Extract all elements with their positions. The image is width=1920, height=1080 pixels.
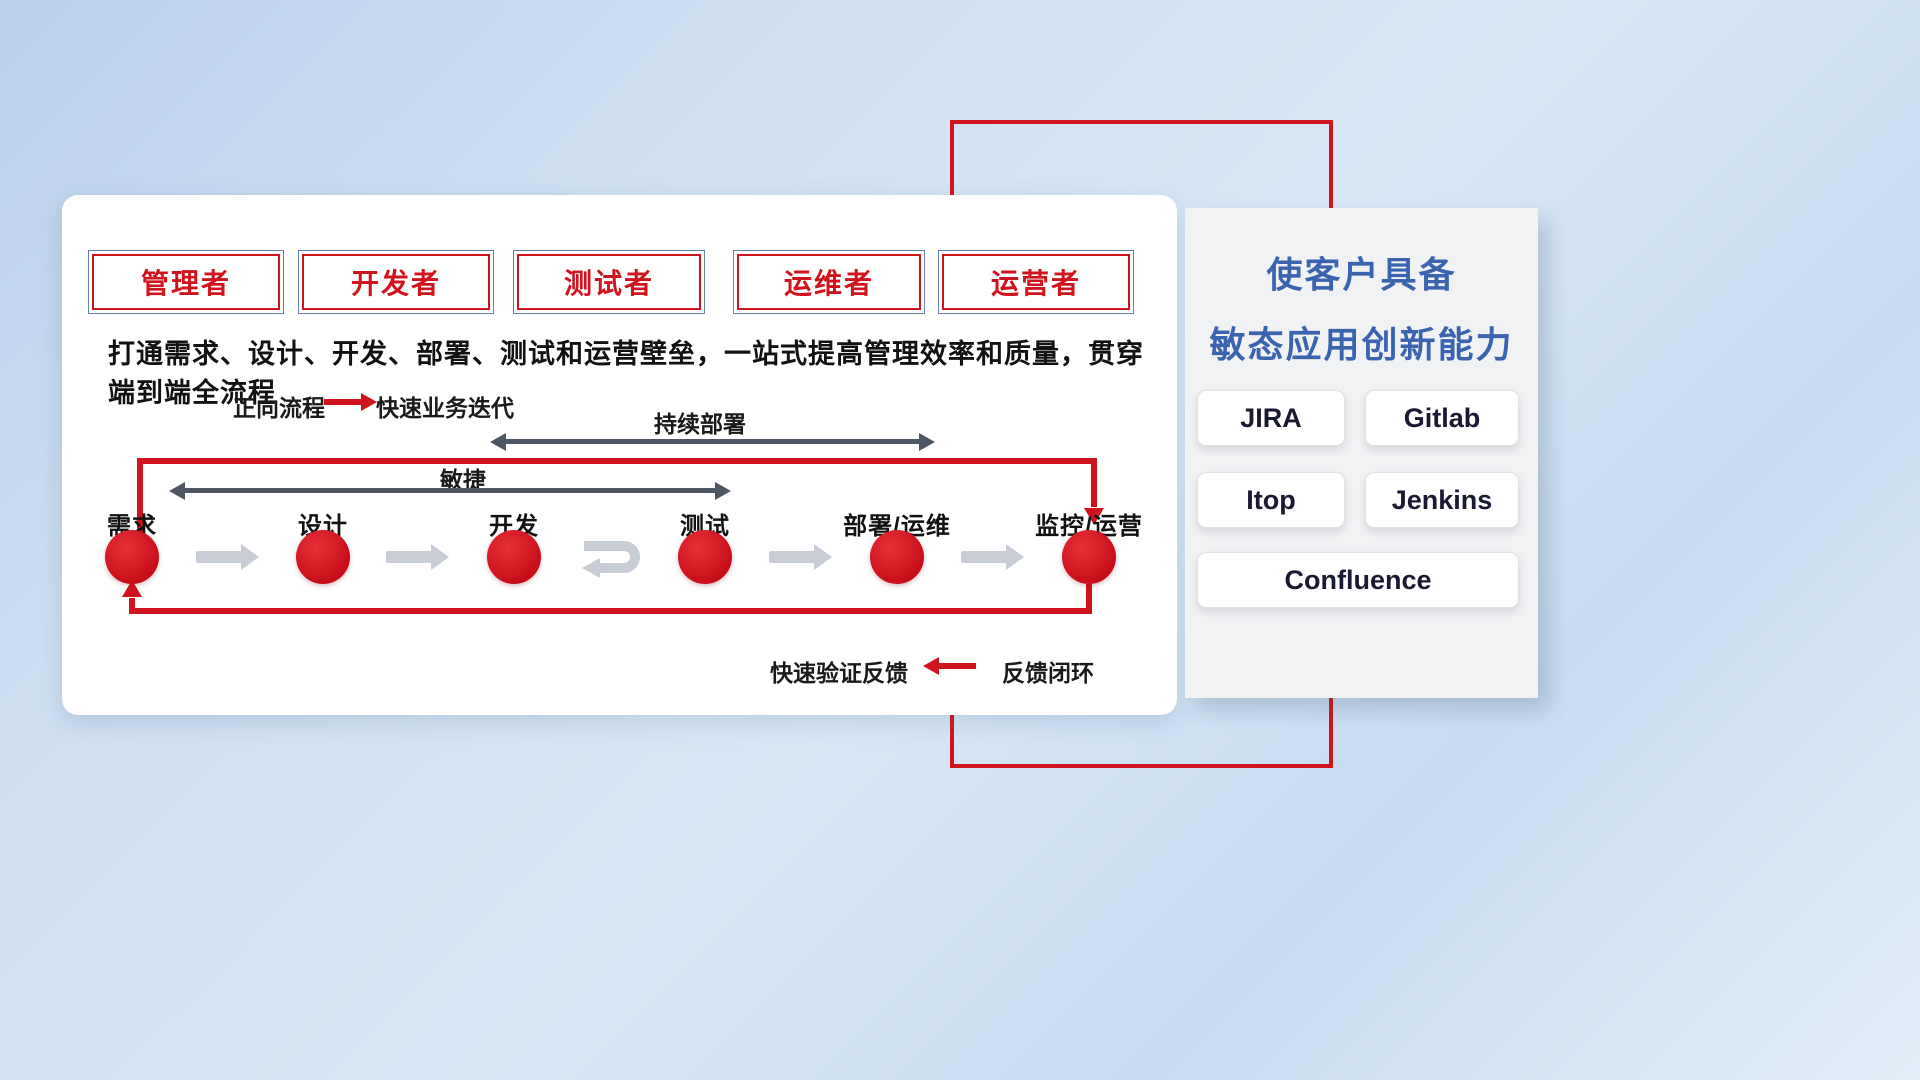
forward-arrow-icon [324, 399, 362, 405]
role-box-business: 运营者 [938, 250, 1134, 314]
stage-node-deploy-ops [870, 530, 924, 584]
side-panel-title-line2: 敏态应用创新能力 [1209, 324, 1514, 365]
role-label: 运维者 [783, 268, 874, 299]
forward-loop-arrowhead-icon [1084, 508, 1104, 525]
role-box-manager: 管理者 [88, 250, 284, 314]
main-panel: 管理者 开发者 测试者 运维者 运营者 打通需求、设计、开发、部署、测试和运营壁… [62, 195, 1177, 715]
tool-card-jenkins: Jenkins [1365, 472, 1519, 528]
feedback-legend-value: 快速验证反馈 [770, 660, 908, 686]
role-label: 运营者 [990, 268, 1081, 299]
flow-arrow-icon [961, 551, 1007, 563]
cycle-arrows [122, 458, 1104, 614]
tool-card-itop: Itop [1197, 472, 1345, 528]
role-label: 管理者 [140, 268, 231, 299]
feedback-arrow-icon [938, 663, 976, 669]
stage-node-design [296, 530, 350, 584]
role-box-developer: 开发者 [298, 250, 494, 314]
role-label: 测试者 [563, 268, 654, 299]
feedback-loop-line [129, 584, 1092, 614]
iteration-arrow-icon [582, 541, 640, 578]
stage-node-monitor-ops [1062, 530, 1116, 584]
forward-legend-value: 快速业务迭代 [376, 395, 514, 421]
side-panel-title-line1: 使客户具备 [1266, 254, 1457, 295]
tool-card-jira: JIRA [1197, 390, 1345, 446]
stage-node-requirements [105, 530, 159, 584]
tool-card-confluence: Confluence [1197, 552, 1519, 608]
role-box-tester: 测试者 [513, 250, 705, 314]
headline-text: 打通需求、设计、开发、部署、测试和运营壁垒，一站式提高管理效率和质量，贯穿端到端… [108, 339, 1144, 408]
feedback-legend-label: 反馈闭环 [1002, 660, 1094, 686]
flow-arrow-icon [386, 551, 432, 563]
continuous-deployment-label: 持续部署 [654, 411, 746, 437]
stage-node-develop [487, 530, 541, 584]
agile-arrow-icon [184, 488, 716, 493]
continuous-deployment-arrow-icon [505, 439, 920, 444]
flow-arrow-icon [769, 551, 815, 563]
forward-loop-line [137, 458, 1097, 533]
stage-node-test [678, 530, 732, 584]
flow-arrow-icon [196, 551, 242, 563]
tool-card-gitlab: Gitlab [1365, 390, 1519, 446]
role-label: 开发者 [350, 268, 441, 299]
feedback-loop-arrowhead-icon [122, 580, 142, 597]
side-panel: 使客户具备 敏态应用创新能力 JIRA Gitlab Itop Jenkins … [1185, 208, 1538, 698]
role-box-operator: 运维者 [733, 250, 925, 314]
forward-legend-label: 正向流程 [233, 395, 325, 421]
